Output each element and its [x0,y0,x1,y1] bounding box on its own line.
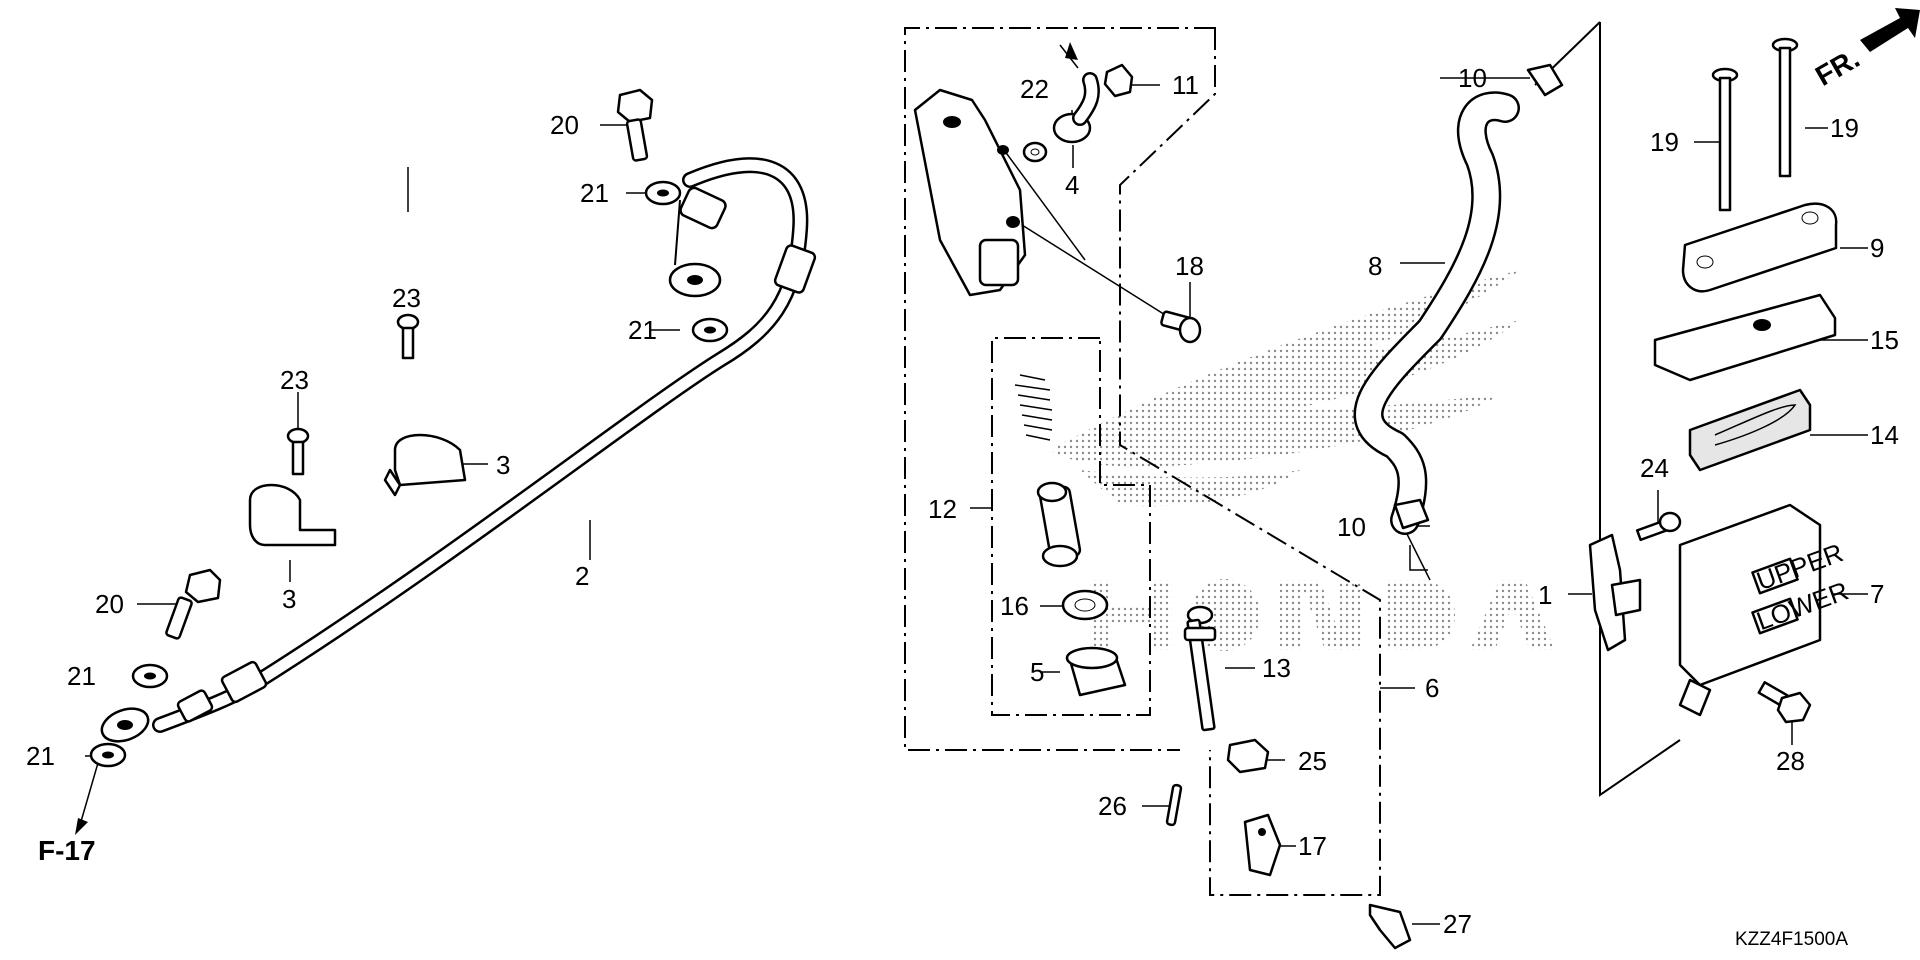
callout-labels: 1 2 3 3 4 5 6 7 8 9 10 10 11 12 13 14 15… [26,63,1899,939]
reservoir-cap-part-9 [1681,202,1838,293]
screw-part-24 [1635,511,1682,542]
bolt-part-28 [1757,681,1812,724]
screw-part-19 [1711,37,1799,212]
pin-part-26 [1165,783,1183,827]
bracket-part-1 [1588,533,1642,652]
callout-18: 18 [1175,251,1204,281]
callout-3-b: 3 [496,450,510,480]
callout-17: 17 [1298,831,1327,861]
callout-16: 16 [1000,591,1029,621]
nut-part-25 [1226,738,1270,774]
callout-6: 6 [1425,673,1439,703]
seal-washer-part-22 [1022,141,1048,163]
callout-20-b: 20 [95,589,124,619]
reference-label: F-17 [38,835,96,866]
callout-23-a: 23 [280,365,309,395]
callout-21-d: 21 [26,741,55,771]
piston-cup-part-16 [1061,589,1109,621]
callout-10-b: 10 [1337,512,1366,542]
callout-21-a: 21 [580,178,609,208]
washer-part-21 [89,180,729,768]
push-rod-part-13 [1183,605,1217,732]
callout-2: 2 [575,561,589,591]
plate-part-15 [1653,293,1837,382]
callout-21-b: 21 [628,315,657,345]
callout-15: 15 [1870,325,1899,355]
hose-joint-part-4 [1052,42,1100,144]
callout-5: 5 [1030,657,1044,687]
brake-hose-part-2 [100,157,817,743]
callout-20-a: 20 [550,110,579,140]
watermark-logo [1050,270,1555,651]
callout-9: 9 [1870,233,1884,263]
callout-7: 7 [1870,579,1884,609]
hose-clip-part-10 [1393,63,1564,530]
assembly-boundaries [904,27,1381,896]
callout-22: 22 [1020,74,1049,104]
front-direction-arrow: FR. [1810,8,1920,92]
front-direction-label: FR. [1810,42,1865,91]
diagram-code: KZZ4F1500A [1735,929,1848,950]
callout-3-a: 3 [282,584,296,614]
callout-24: 24 [1640,453,1669,483]
callout-25: 25 [1298,746,1327,776]
joint-part-17 [1243,813,1282,877]
callout-8: 8 [1368,251,1382,281]
reservoir-hose-part-8 [1353,91,1520,535]
clip-part-27 [1368,903,1412,950]
callout-28: 28 [1776,746,1805,776]
callout-19-a: 19 [1650,127,1679,157]
callout-11: 11 [1172,70,1199,100]
callout-13: 13 [1262,653,1291,683]
callout-14: 14 [1870,420,1899,450]
callout-10-a: 10 [1458,63,1487,93]
callout-19-b: 19 [1830,113,1859,143]
bolt-part-20 [165,88,654,640]
diaphragm-part-14 [1688,388,1812,472]
bolt-part-18 [1160,310,1202,344]
boot-part-5 [1065,646,1127,697]
callout-21-c: 21 [67,661,96,691]
callout-26: 26 [1098,791,1127,821]
clamp-part-3 [248,433,467,547]
callout-23-b: 23 [392,283,421,313]
master-cylinder-body [913,88,1027,297]
callout-27: 27 [1443,909,1472,939]
nut-part-11 [1103,63,1134,98]
callout-1: 1 [1538,580,1552,610]
screw-part-23 [286,313,420,476]
callout-12: 12 [928,494,957,524]
piston-set-part-12 [1014,374,1082,568]
callout-4: 4 [1065,170,1079,200]
